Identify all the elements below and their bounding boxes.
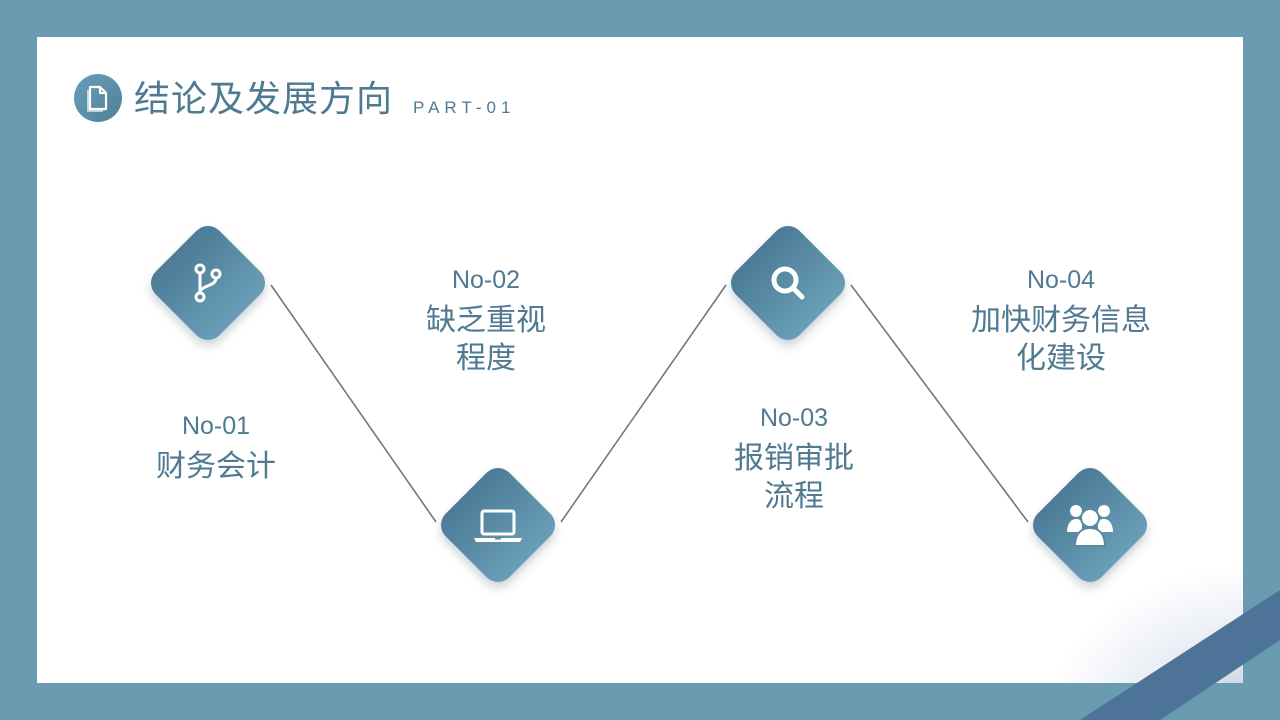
step-3-label-line1: 报销审批 [734,441,854,476]
step-2-text: No-02 缺乏重视 程度 [396,264,576,378]
step-1-label: 财务会计 [156,449,276,484]
step-3-text: No-03 报销审批 流程 [704,402,884,516]
step-2-label-line2: 程度 [456,341,516,376]
step-1-text: No-01 财务会计 [118,410,314,486]
laptop-icon [468,495,528,555]
users-icon [1060,495,1120,555]
step-4-text: No-04 加快财务信息 化建设 [950,264,1172,378]
step-3-label-line2: 流程 [764,479,824,514]
git-branch-icon [178,253,238,313]
step-2-number: No-02 [451,266,521,294]
step-2-label-line1: 缺乏重视 [426,303,546,338]
step-1-number: No-01 [181,412,251,440]
step-4-label-line2: 化建设 [1016,341,1106,376]
step-3-number: No-03 [759,404,829,432]
search-icon [758,253,818,313]
step-4-number: No-04 [1026,266,1096,294]
step-4-label-line1: 加快财务信息 [971,303,1151,338]
part-label: PART-01 [413,98,516,117]
page-title: 结论及发展方向 [134,79,394,120]
document-icon [74,74,122,122]
slide-panel [37,37,1243,683]
